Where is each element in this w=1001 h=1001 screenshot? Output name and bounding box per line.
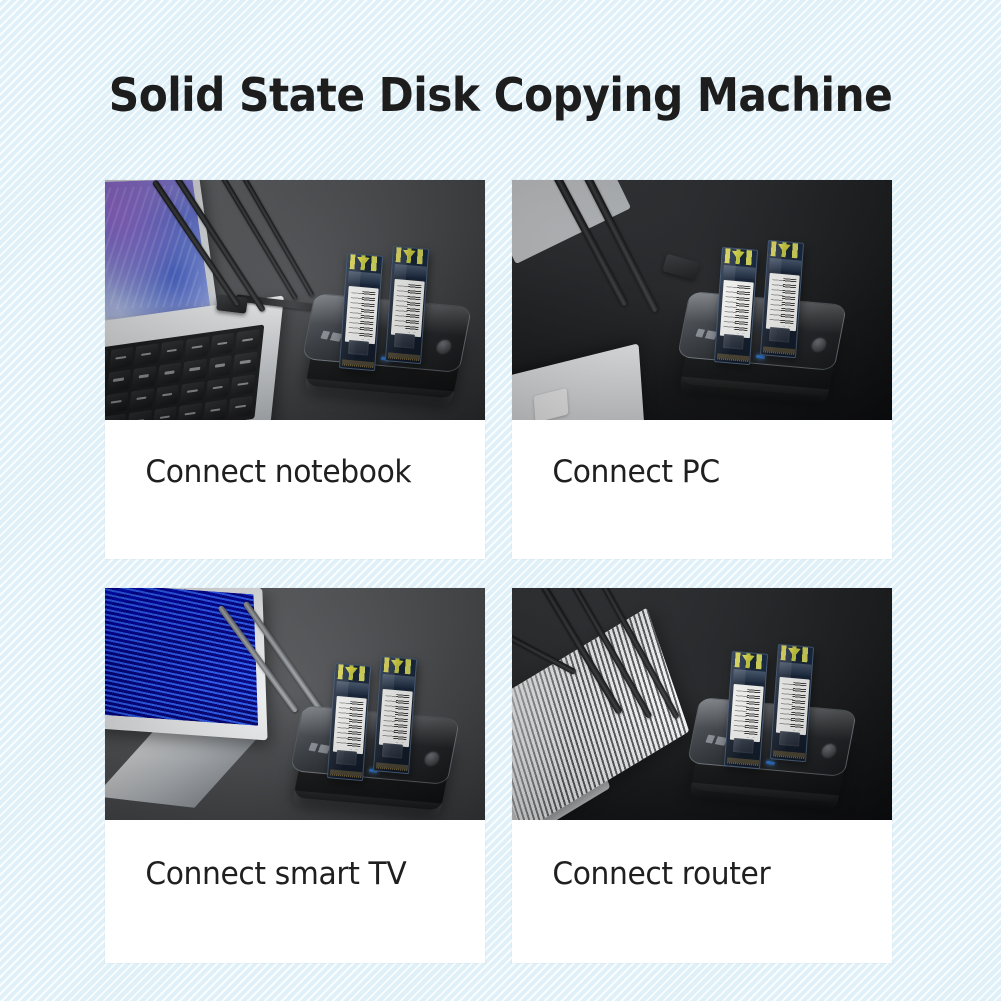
tv-screen bbox=[105, 588, 259, 726]
card-caption-connect-pc: Connect PC bbox=[552, 454, 720, 490]
ssd-docking-station[interactable] bbox=[686, 643, 858, 806]
dock-port-icons bbox=[308, 742, 331, 754]
page-title: Solid State Disk Copying Machine bbox=[108, 68, 893, 122]
product-photo-connect-smart-tv bbox=[105, 588, 485, 820]
ssd-docking-station[interactable] bbox=[301, 245, 473, 402]
feature-card-connect-notebook[interactable]: Connect notebook bbox=[105, 180, 485, 559]
dock-power-button[interactable] bbox=[820, 743, 838, 759]
feature-card-connect-pc[interactable]: Connect PC bbox=[512, 180, 892, 559]
product-photo-connect-router bbox=[512, 588, 892, 820]
dock-led-indicator-3 bbox=[765, 760, 776, 766]
card-caption-connect-router: Connect router bbox=[552, 856, 771, 892]
ssd-label-barcode bbox=[790, 682, 807, 731]
laptop-keyboard bbox=[105, 324, 265, 420]
ssd-label-barcode bbox=[405, 284, 422, 333]
ssd-docking-station[interactable] bbox=[676, 239, 848, 400]
card-caption-connect-smart-tv: Connect smart TV bbox=[145, 856, 407, 892]
ssd-docking-station[interactable] bbox=[289, 655, 461, 814]
dock-power-button[interactable] bbox=[423, 751, 441, 767]
feature-card-grid: Connect notebook bbox=[105, 180, 892, 963]
product-photo-connect-notebook bbox=[105, 180, 485, 420]
product-photo-connect-pc bbox=[512, 180, 892, 420]
dock-port-icons bbox=[705, 734, 728, 746]
dock-port-icons bbox=[695, 328, 718, 340]
feature-card-connect-smart-tv[interactable]: Connect smart TV bbox=[105, 588, 485, 963]
ssd-label-barcode bbox=[359, 291, 376, 340]
ssd-label-barcode bbox=[347, 701, 364, 750]
smart-tv-monitor bbox=[105, 588, 268, 741]
ssd-label-barcode bbox=[780, 278, 797, 327]
card-caption-connect-notebook: Connect notebook bbox=[145, 454, 412, 490]
feature-card-connect-router[interactable]: Connect router bbox=[512, 588, 892, 963]
dock-port-icons bbox=[320, 330, 343, 342]
dock-power-button[interactable] bbox=[810, 337, 828, 353]
dock-power-button[interactable] bbox=[435, 339, 453, 355]
ssd-label-barcode bbox=[393, 694, 410, 743]
ssd-label-barcode bbox=[744, 689, 761, 738]
ssd-label-barcode bbox=[734, 285, 751, 334]
